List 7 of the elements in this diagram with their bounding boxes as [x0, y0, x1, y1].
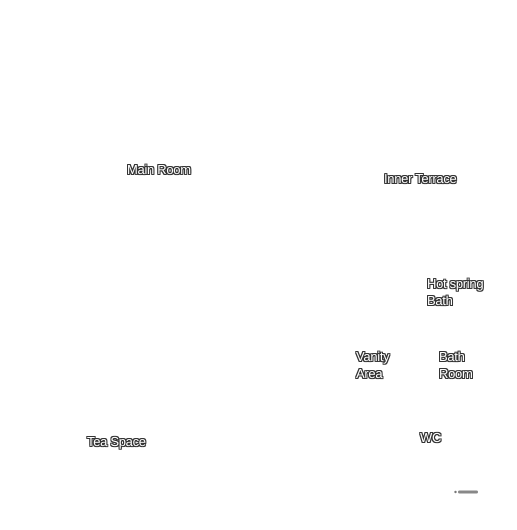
room-label: Hot spring Bath: [427, 275, 485, 309]
room-label: Main Room: [127, 161, 192, 178]
room-label: Tea Space: [87, 433, 148, 450]
room-label: Inner Terrace: [384, 170, 458, 187]
room-label: Bath Room: [439, 348, 474, 382]
room-label: Vanity Area: [356, 348, 392, 382]
room-label: WC: [420, 429, 443, 446]
